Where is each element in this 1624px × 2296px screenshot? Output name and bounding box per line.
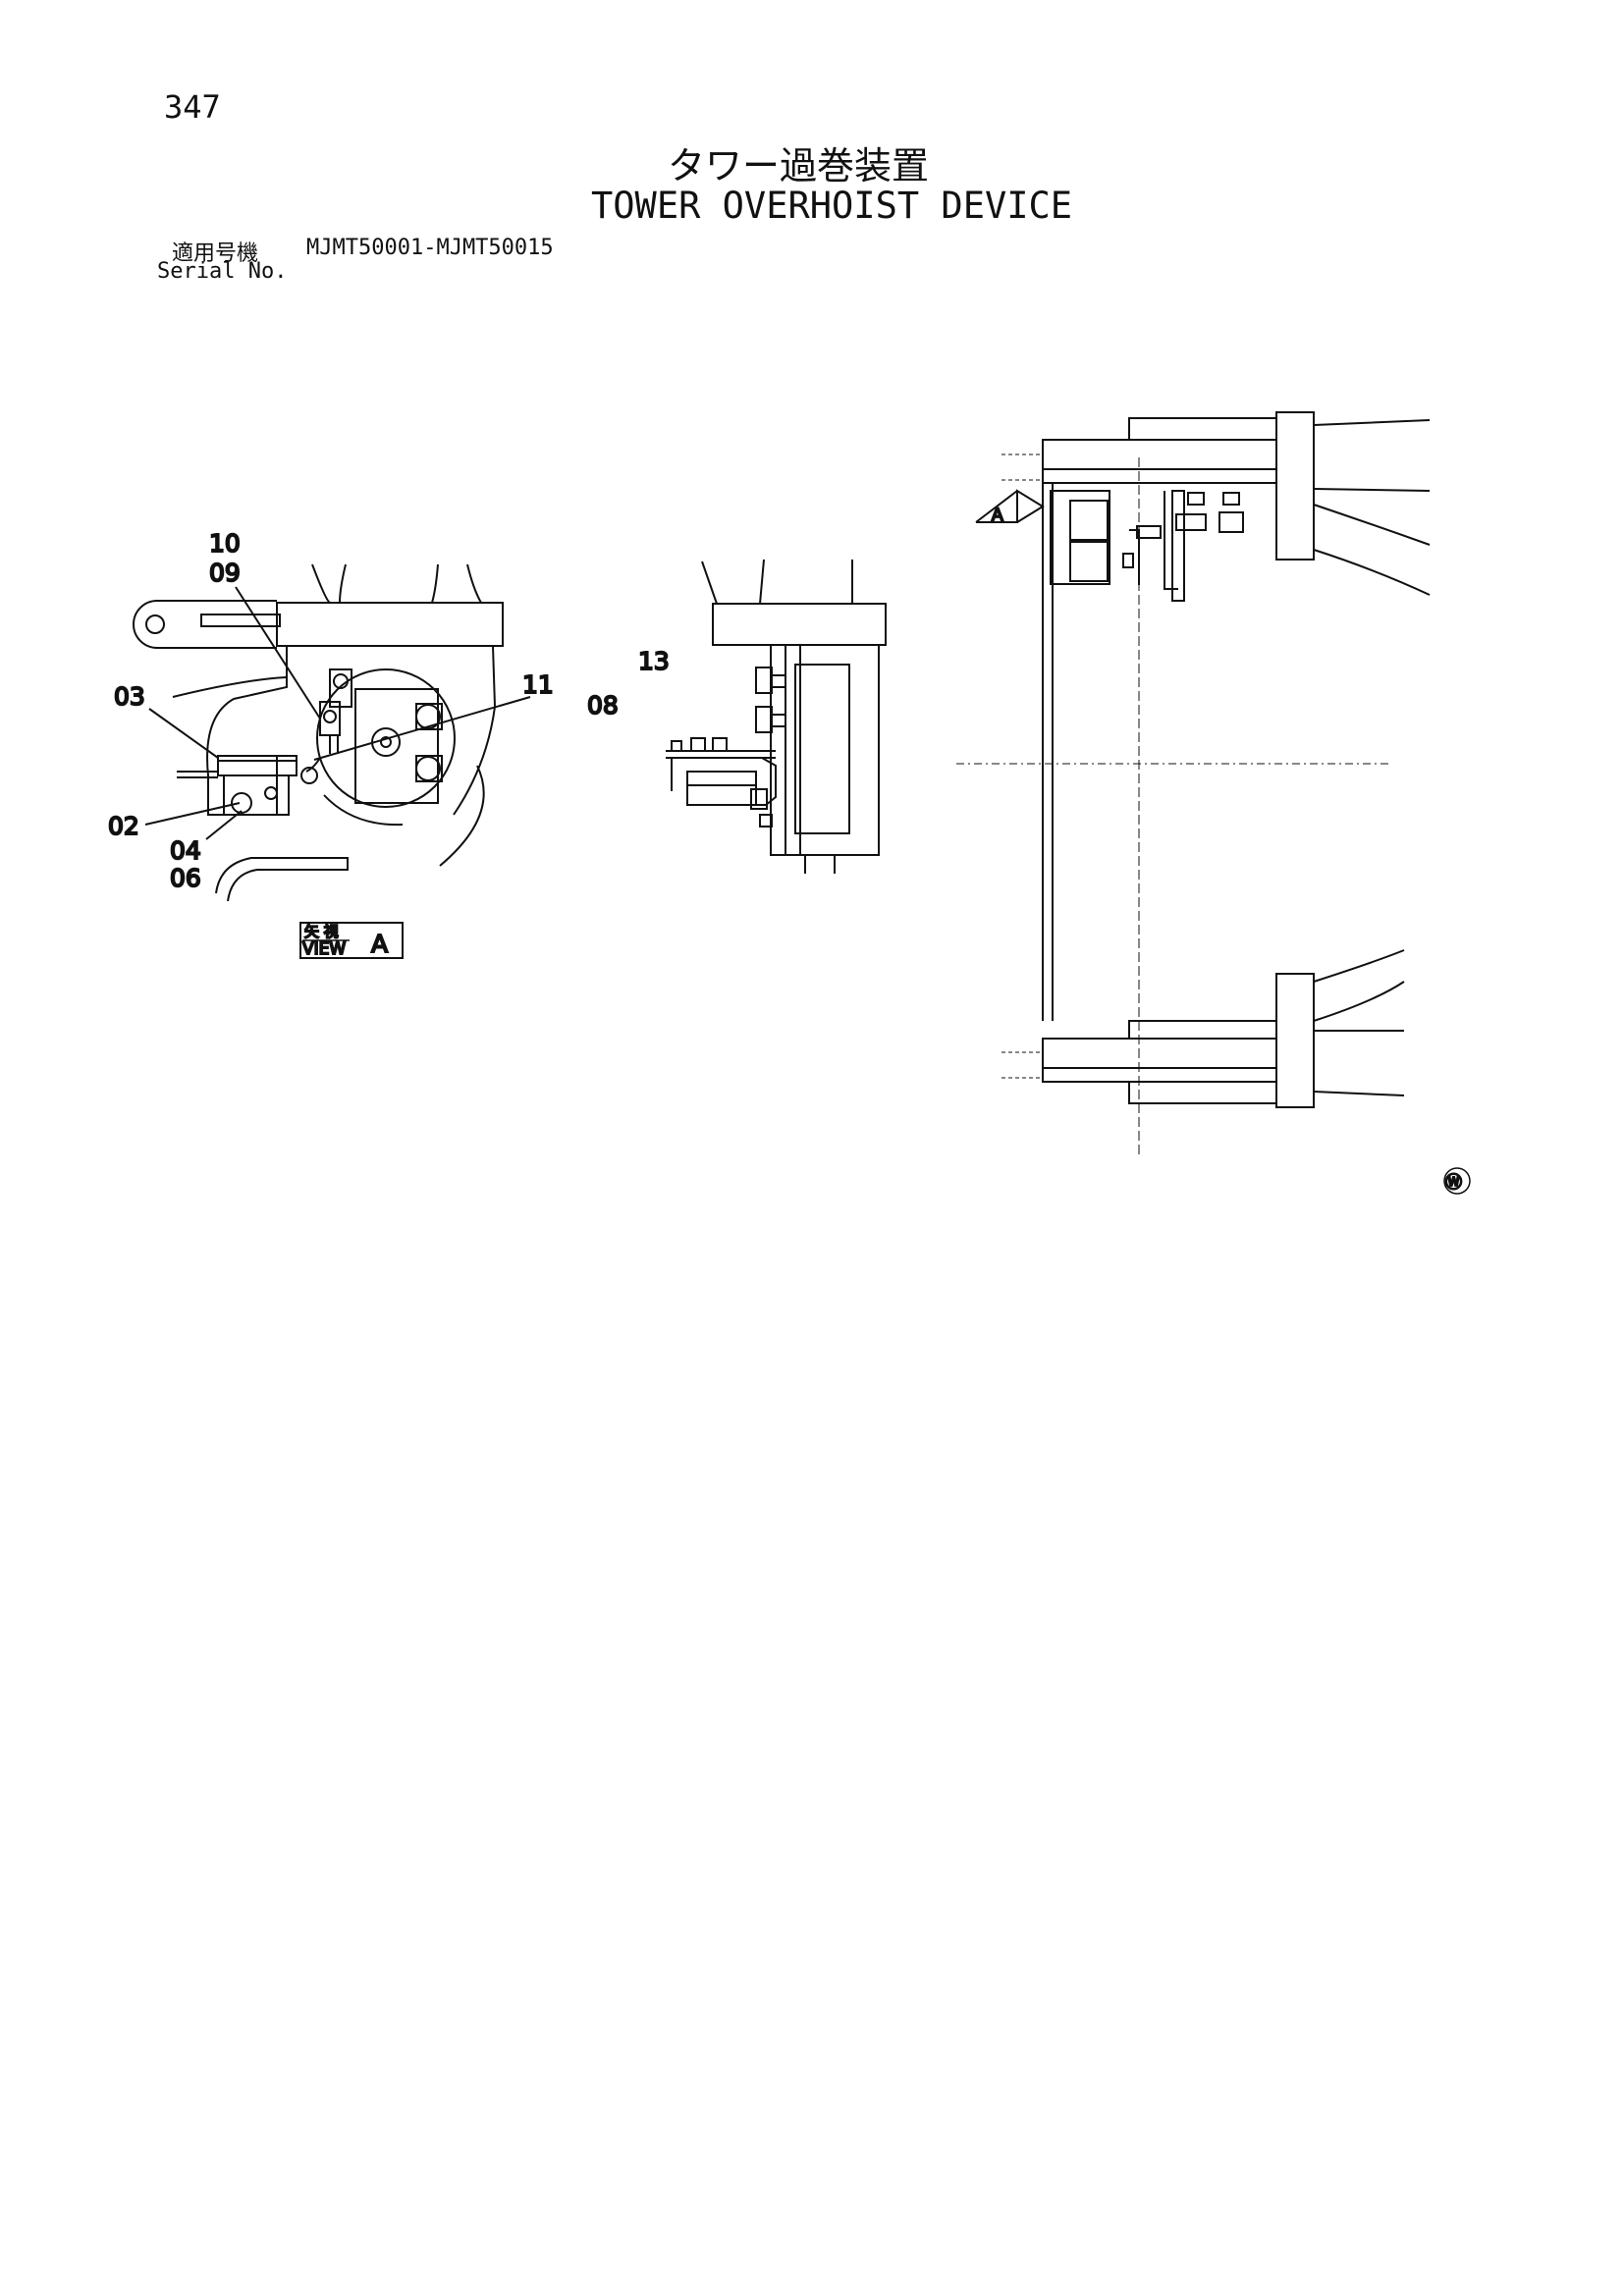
w-mark-circle [1443, 1167, 1471, 1195]
callout-11: 11 [522, 670, 554, 699]
callout-10: 10 [209, 529, 241, 558]
page-number: 347 [164, 88, 221, 126]
view-label-english: VIEW [302, 939, 346, 959]
serial-label-english: Serial No. [157, 259, 288, 284]
callout-09: 09 [209, 559, 241, 587]
serial-label-japanese: 適用号機 [172, 241, 259, 266]
title-english: TOWER OVERHOIST DEVICE [591, 185, 1073, 227]
serial-range: MJMT50001-MJMT50015 [306, 236, 554, 260]
callout-04: 04 [170, 836, 201, 865]
arrow-marker-letter: A [992, 506, 1003, 525]
callout-02: 02 [108, 812, 139, 840]
w-mark: Ⓦ [1445, 1173, 1462, 1193]
view-letter: A [371, 930, 388, 958]
callout-13: 13 [638, 647, 670, 675]
right-view-drawing [956, 411, 1431, 1158]
view-label-japanese: 矢 視 [304, 923, 339, 940]
callout-03: 03 [114, 682, 145, 711]
title-japanese: タワー過巻装置 [668, 144, 930, 187]
left-view-drawing [133, 563, 531, 902]
view-a-arrow-marker [975, 489, 1045, 523]
middle-view-drawing [666, 559, 887, 874]
callout-06: 06 [170, 864, 201, 892]
view-a-box [299, 922, 404, 959]
callout-08: 08 [587, 691, 619, 720]
